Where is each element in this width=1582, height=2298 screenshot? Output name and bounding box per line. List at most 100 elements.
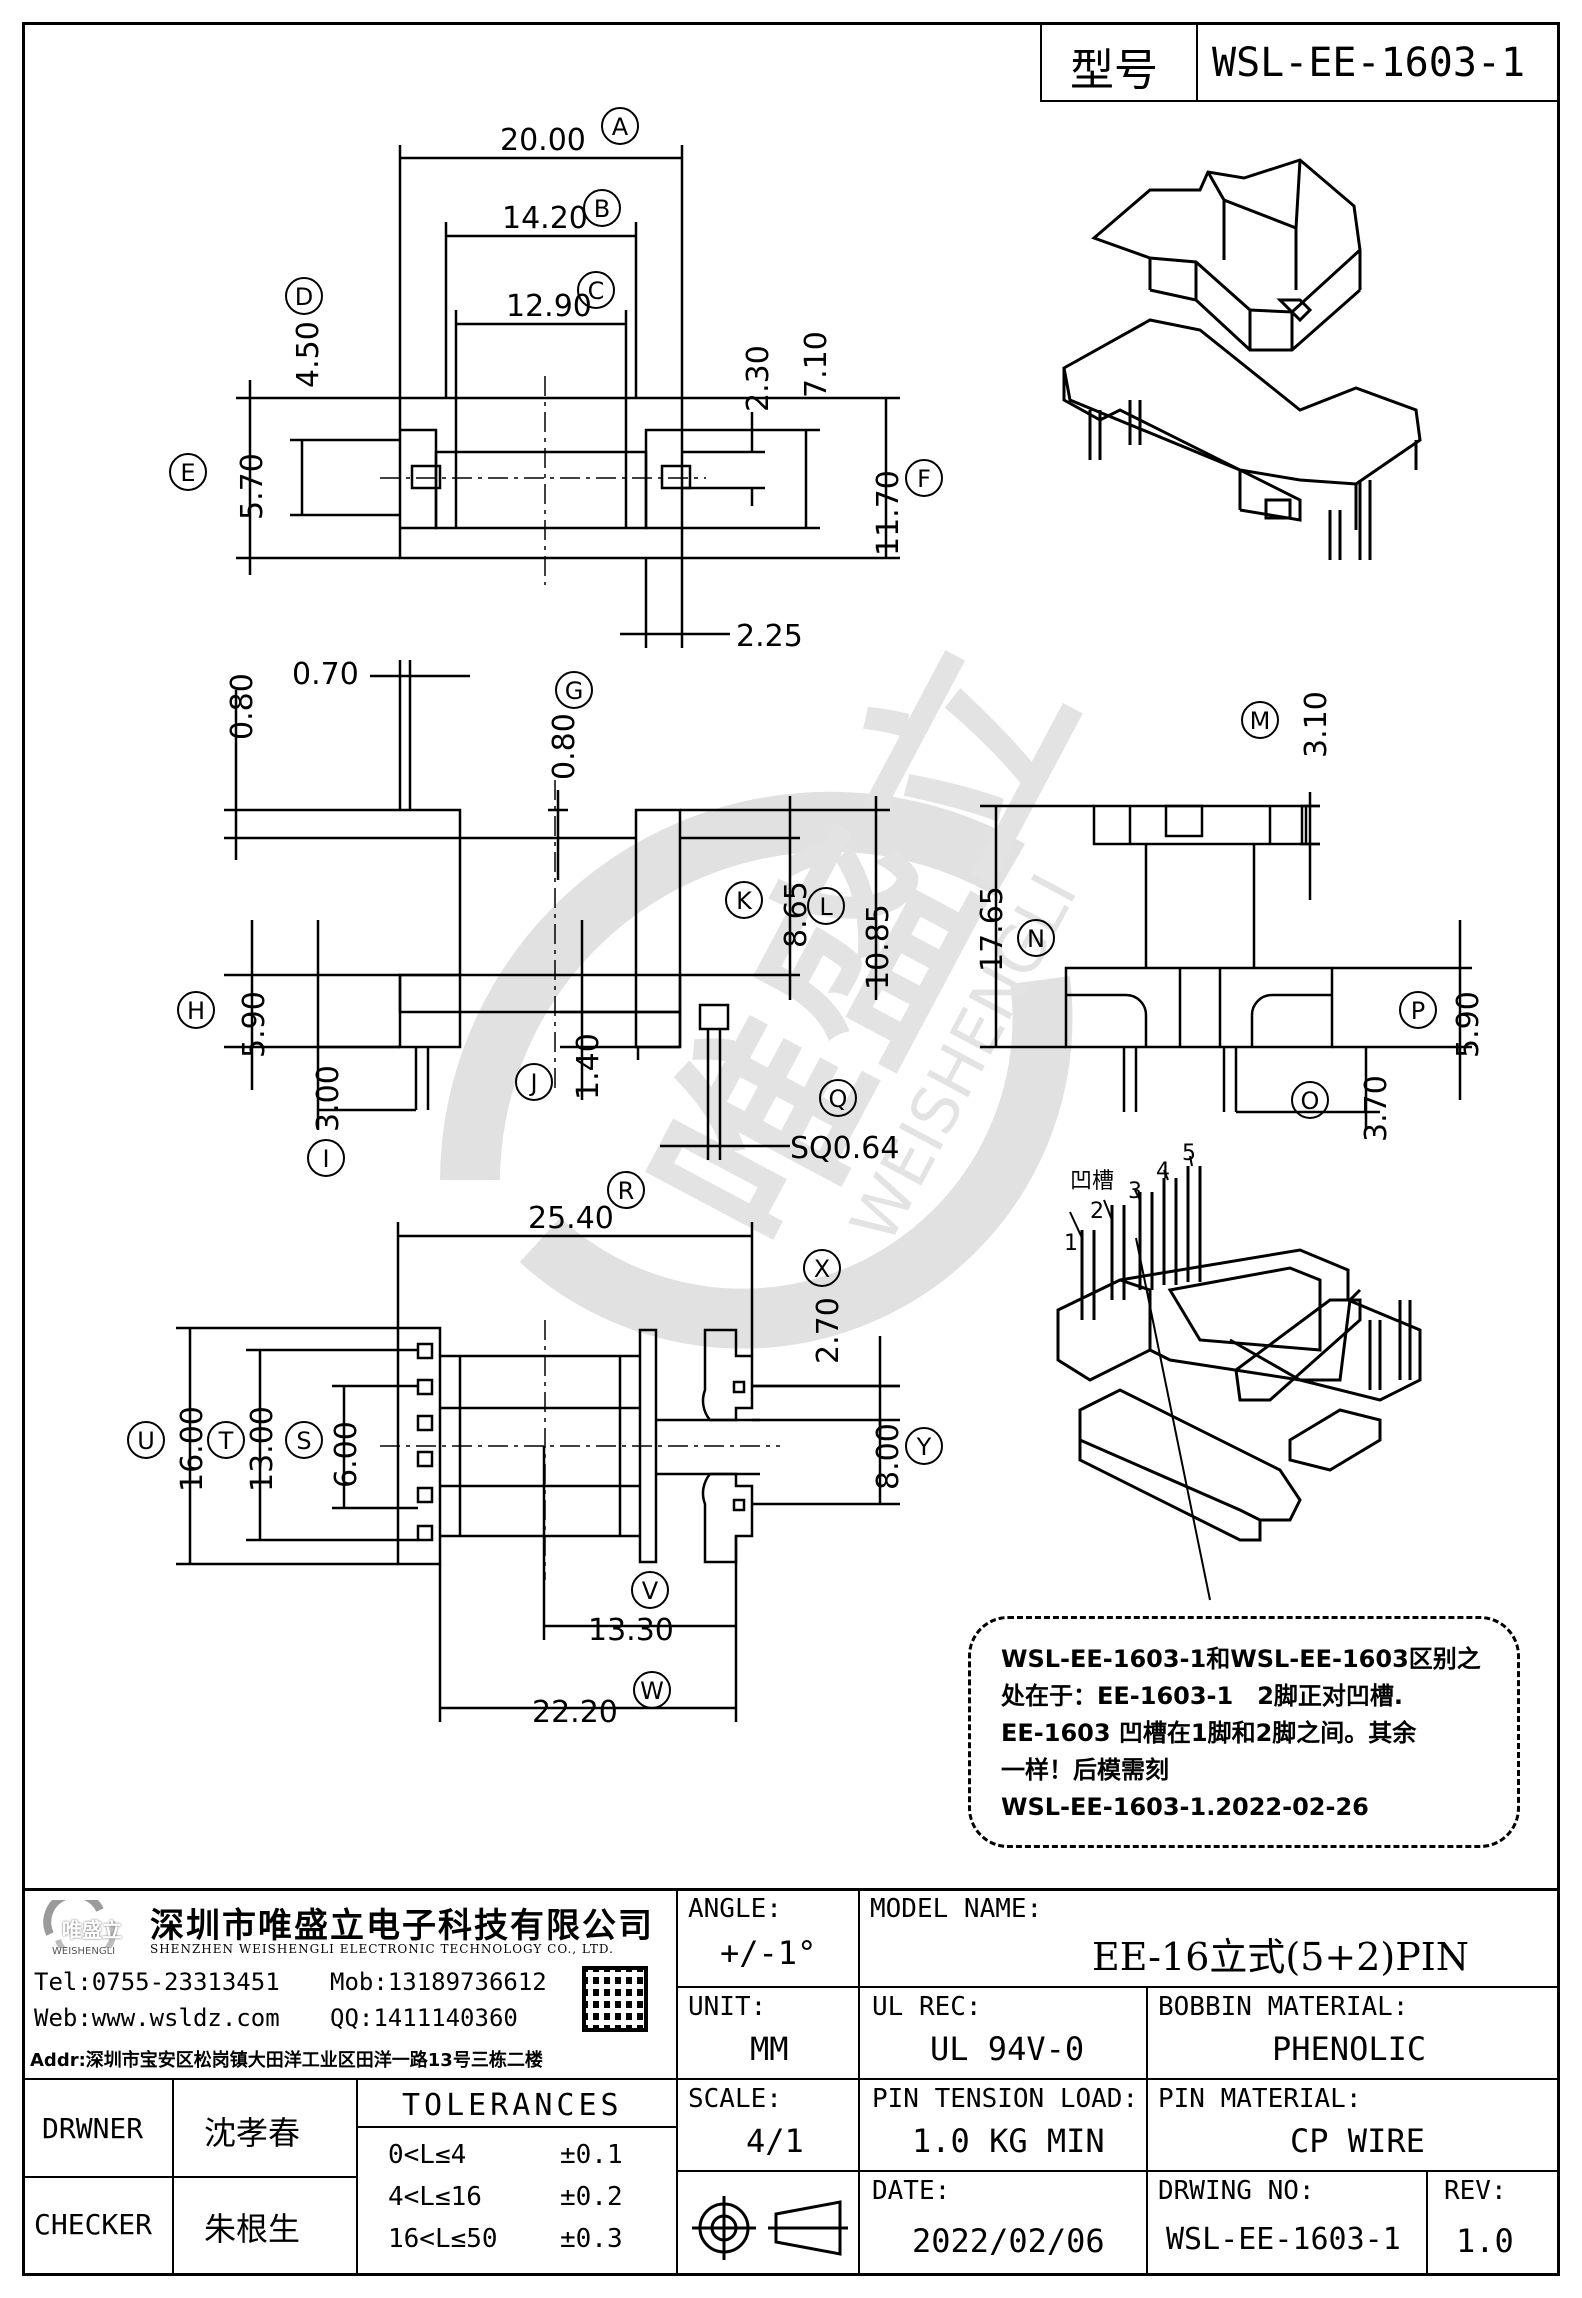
dim-H-value: 5.90 bbox=[237, 991, 272, 1058]
letter-V: V bbox=[642, 1577, 659, 1605]
dim-T-value: 13.00 bbox=[245, 1406, 280, 1492]
tolerances-divider bbox=[356, 2126, 678, 2128]
dim-K-value: 8.65 bbox=[779, 881, 814, 948]
letter-B: B bbox=[594, 195, 610, 223]
letter-L: L bbox=[819, 893, 833, 921]
pin-label-notch: 凹槽 bbox=[1070, 1169, 1114, 1194]
dim-R-value: 25.40 bbox=[528, 1201, 614, 1236]
model-name-cell bbox=[858, 1888, 1560, 1988]
difference-note: WSL-EE-1603-1和WSL-EE-1603区别之 处在于：EE-1603… bbox=[968, 1616, 1520, 1848]
qr-code bbox=[582, 1966, 648, 2032]
dim-E-value: 5.70 bbox=[235, 453, 270, 520]
letter-P: P bbox=[1411, 997, 1425, 1025]
date-value: 2022/02/06 bbox=[912, 2222, 1105, 2260]
company-logo-text: 唯盛立 bbox=[62, 1918, 122, 1942]
rev-label: REV: bbox=[1444, 2176, 1507, 2206]
dim-225-value: 2.25 bbox=[736, 619, 803, 654]
scale-label: SCALE: bbox=[688, 2084, 782, 2114]
letter-C: C bbox=[588, 277, 605, 305]
dim-V-value: 13.30 bbox=[588, 1613, 674, 1648]
dim-C-value: 12.90 bbox=[506, 289, 592, 324]
checker-name-cell bbox=[172, 2176, 358, 2276]
pin-label-2: 2 bbox=[1090, 1199, 1104, 1224]
top-view bbox=[236, 145, 900, 648]
letter-X: X bbox=[814, 1255, 830, 1283]
angle-value: +/-1° bbox=[720, 1934, 817, 1972]
tolerances-panel bbox=[356, 2080, 678, 2276]
letter-A: A bbox=[612, 113, 629, 141]
letter-Y: Y bbox=[916, 1433, 932, 1461]
letter-D: D bbox=[295, 283, 313, 311]
dim-Q-value: SQ0.64 bbox=[790, 1131, 899, 1166]
model-name-value: EE-16立式(5+2)PIN bbox=[1092, 1935, 1470, 1979]
letter-Q: Q bbox=[829, 1085, 848, 1113]
tol-value-2: ±0.2 bbox=[560, 2182, 623, 2212]
pin-tension-label: PIN TENSION LOAD: bbox=[872, 2084, 1139, 2114]
letter-G: G bbox=[565, 677, 584, 705]
date-label: DATE: bbox=[872, 2176, 951, 2206]
dim-I-value: 3.00 bbox=[311, 1065, 346, 1132]
qr-code-frame bbox=[582, 1966, 648, 2032]
unit-value: MM bbox=[750, 2030, 789, 2068]
end-view bbox=[980, 792, 1472, 1130]
pin-label-1: 1 bbox=[1064, 1231, 1078, 1256]
dim-N-value: 17.65 bbox=[975, 886, 1010, 972]
drawer-label: DRWNER bbox=[42, 2112, 144, 2145]
dim-L-value: 10.85 bbox=[861, 904, 896, 990]
dim-S-value: 6.00 bbox=[329, 1421, 364, 1488]
checker-label: CHECKER bbox=[34, 2208, 153, 2241]
tol-range-1: 0<L≤4 bbox=[388, 2140, 467, 2170]
angle-label: ANGLE: bbox=[688, 1894, 782, 1924]
pin-tension-value: 1.0 KG MIN bbox=[912, 2122, 1105, 2160]
dim-W-value: 22.20 bbox=[532, 1695, 618, 1730]
bobbin-material-cell bbox=[1146, 1986, 1560, 2080]
letter-W: W bbox=[640, 1677, 664, 1705]
dim-P-value: 5.90 bbox=[1451, 991, 1486, 1058]
drawing-frame bbox=[22, 22, 1560, 2276]
tol-value-3: ±0.3 bbox=[560, 2224, 623, 2254]
model-name-label: MODEL NAME: bbox=[870, 1894, 1043, 1924]
letter-F: F bbox=[917, 465, 931, 493]
tolerances-title: TOLERANCES bbox=[402, 2088, 623, 2123]
isometric-view-bottom bbox=[1056, 1155, 1422, 1601]
pin-material-cell bbox=[1146, 2078, 1560, 2172]
checker-name: 朱根生 bbox=[204, 2210, 301, 2248]
dim-J-value: 1.40 bbox=[571, 1033, 606, 1100]
drawing-no-value: WSL-EE-1603-1 bbox=[1166, 2222, 1401, 2257]
model-header-number: WSL-EE-1603-1 bbox=[1212, 40, 1526, 86]
model-header-value-cell bbox=[1196, 24, 1558, 102]
dim-O-value: 3.70 bbox=[1359, 1075, 1394, 1142]
model-header-label-cell bbox=[1040, 24, 1198, 102]
letter-S: S bbox=[296, 1427, 311, 1455]
unit-label: UNIT: bbox=[688, 1992, 767, 2022]
letter-M: M bbox=[1250, 707, 1271, 735]
note-line-1: WSL-EE-1603-1和WSL-EE-1603区别之 bbox=[1001, 1645, 1481, 1673]
pin-material-label: PIN MATERIAL: bbox=[1158, 2084, 1362, 2114]
letter-H: H bbox=[187, 997, 205, 1025]
dim-B-value: 14.20 bbox=[502, 201, 588, 236]
letter-J: J bbox=[528, 1069, 537, 1097]
model-header-label: 型号 bbox=[1070, 45, 1158, 96]
company-name-cn: 深圳市唯盛立电子科技有限公司 bbox=[150, 1906, 654, 1946]
company-logo-sub: WEISHENGLI bbox=[52, 1946, 116, 1957]
dim-G-value: 0.80 bbox=[547, 713, 582, 780]
dim-U-value: 16.00 bbox=[175, 1406, 210, 1492]
tol-value-1: ±0.1 bbox=[560, 2140, 623, 2170]
watermark-logo bbox=[440, 791, 1073, 1349]
dim-A-value: 20.00 bbox=[500, 123, 586, 158]
note-line-2: 处在于：EE-1603-1 2脚正对凹槽. bbox=[1001, 1682, 1404, 1710]
dim-X-value: 2.70 bbox=[811, 1297, 846, 1364]
ul-rec-label: UL REC: bbox=[872, 1992, 982, 2022]
pin-label-5: 5 bbox=[1182, 1141, 1196, 1166]
pin-material-value: CP WIRE bbox=[1290, 2122, 1425, 2160]
drawing-no-label: DRWING NO: bbox=[1158, 2176, 1315, 2206]
letter-U: U bbox=[137, 1427, 155, 1455]
dim-080a-value: 0.80 bbox=[225, 673, 260, 740]
dim-M-value: 3.10 bbox=[1299, 691, 1334, 758]
dim-letter-bubbles bbox=[127, 107, 1437, 1709]
letter-K: K bbox=[736, 887, 753, 915]
letter-E: E bbox=[180, 459, 195, 487]
letter-O: O bbox=[1301, 1087, 1320, 1115]
